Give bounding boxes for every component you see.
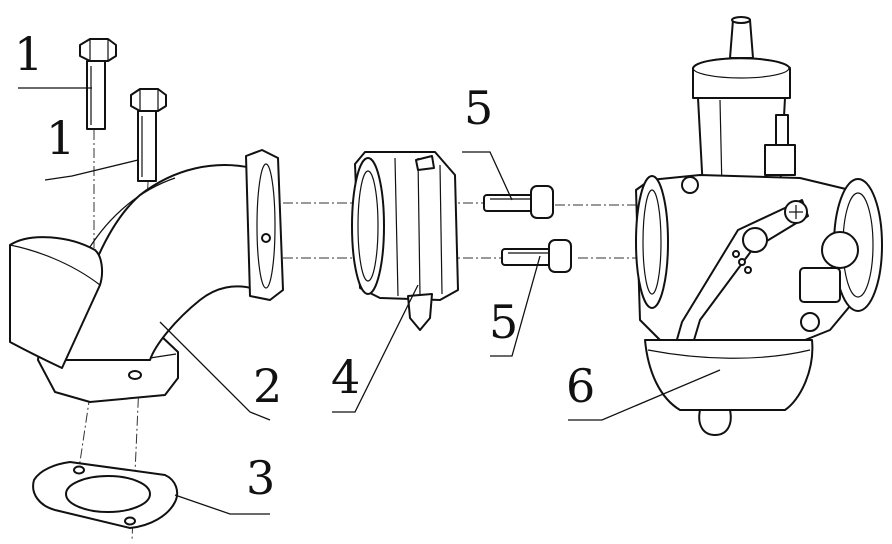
callout-label: 1 <box>46 111 75 165</box>
callout-label: 5 <box>489 295 518 349</box>
callout-label: 4 <box>331 350 360 404</box>
bolt-part-1-right <box>130 88 167 182</box>
bolt-part-1-left <box>79 38 117 130</box>
callout-label: 2 <box>253 359 282 413</box>
intake-elbow-part-2 <box>9 149 284 403</box>
callout-labels: 1 1 2 3 4 5 5 6 <box>14 27 595 505</box>
callout-label: 5 <box>464 81 493 135</box>
callout-leaders <box>18 87 721 515</box>
callout-label: 6 <box>566 359 595 413</box>
rubber-connector-part-4 <box>351 151 459 331</box>
callout-label: 3 <box>246 451 275 505</box>
carburetor-part-6 <box>635 16 883 436</box>
cap-screw-part-5-upper <box>483 185 554 219</box>
callout-label: 1 <box>14 27 43 81</box>
cap-screw-part-5-lower <box>501 239 572 273</box>
gasket-part-3 <box>32 461 179 529</box>
